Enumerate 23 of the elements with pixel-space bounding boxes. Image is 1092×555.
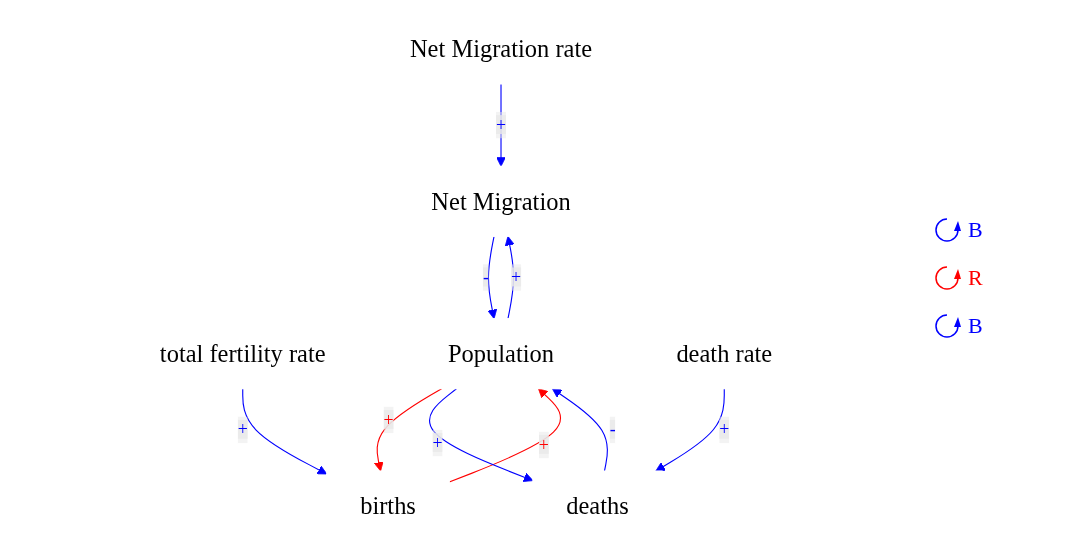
node-text: Population bbox=[447, 339, 555, 368]
edge-label: + bbox=[511, 267, 522, 287]
edge-label: + bbox=[538, 434, 549, 454]
arrow bbox=[655, 388, 725, 472]
node-text: Net Migration bbox=[431, 187, 571, 216]
edge-label: + bbox=[432, 433, 443, 452]
node-text: Net Migration rate bbox=[409, 35, 593, 63]
loop-label: B bbox=[968, 312, 983, 339]
loop-label: R bbox=[968, 264, 983, 291]
edge-label: + bbox=[719, 419, 730, 439]
arrow bbox=[551, 388, 608, 472]
node-text: total fertility rate bbox=[159, 339, 326, 368]
edge-label: + bbox=[495, 115, 507, 135]
arrow bbox=[242, 388, 328, 475]
arrow bbox=[504, 235, 515, 320]
loop-label: B bbox=[968, 216, 983, 243]
node-text: deaths bbox=[566, 492, 629, 520]
edge-label: - bbox=[482, 267, 489, 287]
edge-label: - bbox=[609, 419, 616, 439]
edge-label: + bbox=[237, 419, 248, 439]
edge-label: + bbox=[383, 409, 394, 429]
node-text: births bbox=[360, 492, 416, 520]
node-text: death rate bbox=[676, 339, 773, 368]
